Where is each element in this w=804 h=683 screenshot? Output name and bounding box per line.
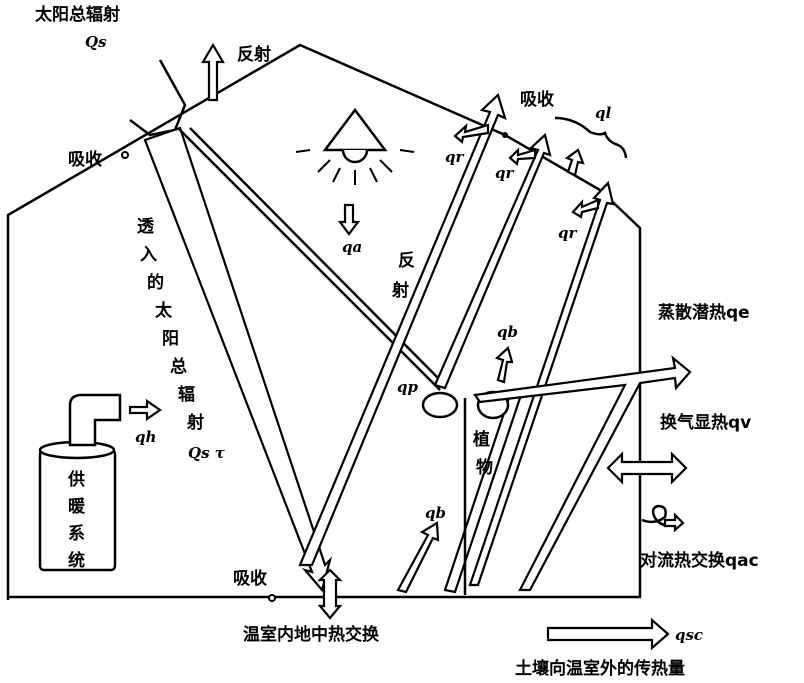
heat-output-arrow	[128, 398, 162, 422]
evaporation-label: 蒸散潜热qe	[658, 302, 750, 323]
lamp-heat-arrow-down	[337, 203, 361, 236]
qr-arrow-2	[508, 147, 537, 167]
absorb-left-label: 吸收	[68, 149, 102, 170]
absorb-top-label: 吸收	[520, 89, 554, 110]
reflection-beam-1	[298, 92, 507, 567]
transmitted-char: 射	[186, 412, 204, 433]
solar-pointer-line-2	[158, 59, 187, 131]
transmitted-char: 透	[137, 216, 155, 237]
reflect-top-label: 反射	[237, 44, 271, 65]
transmitted-char: 总	[170, 356, 187, 377]
qb-label-bottom: qb	[425, 504, 446, 522]
ql-brace	[554, 116, 628, 159]
absorb-dot-bottom	[268, 594, 276, 602]
qr-label-1: qr	[445, 148, 464, 166]
qb-label-top: qb	[497, 323, 518, 341]
absorb-dot-left	[121, 151, 129, 159]
greenhouse-outline	[6, 43, 642, 600]
transmitted-char: 太	[155, 300, 173, 321]
heating-pipe	[68, 393, 122, 447]
convection-swirl-icon	[641, 504, 673, 527]
plant-label-2: 物	[476, 457, 493, 478]
qr-label-2: qr	[495, 164, 514, 182]
solar-symbol: Qs	[85, 33, 107, 51]
solar-total-label: 太阳总辐射	[35, 4, 120, 25]
ground-exchange-label: 温室内地中热交换	[243, 624, 380, 645]
convection-label: 对流热交换qac	[640, 550, 759, 571]
qb-arrow-bottom	[396, 521, 440, 594]
qa-label: qa	[342, 238, 362, 256]
ventilation-arrow	[606, 451, 688, 485]
absorb-dot-top	[502, 132, 508, 138]
soil-loss-label: 土壤向温室外的传热量	[515, 658, 685, 679]
transmitted-char: 辐	[178, 384, 195, 405]
transmitted-label: 透 入 的 太 阳 总 辐 射	[137, 216, 204, 433]
heating-system-label: 供 暖 系 统	[67, 469, 86, 571]
qb-arrow-top	[494, 345, 514, 384]
plant-label-1: 植	[473, 429, 490, 450]
reflect-vertical-2: 射	[391, 280, 409, 301]
lamp-rays	[295, 149, 415, 185]
evapotranspiration-arrow	[473, 355, 692, 592]
lamp-bulb	[341, 149, 369, 164]
qp-label: qp	[397, 378, 418, 396]
lamp-icon	[322, 107, 388, 152]
heating-char: 供	[67, 469, 85, 490]
qr-label-3: qr	[558, 224, 577, 242]
transmitted-char: 阳	[162, 329, 179, 349]
qsc-label: qsc	[675, 626, 703, 644]
qh-label: qh	[135, 428, 156, 446]
transmitted-char: 的	[147, 272, 164, 293]
ql-label: ql	[595, 104, 611, 122]
ql-arrow-up	[564, 148, 585, 177]
ground-exchange-arrow	[317, 568, 343, 620]
absorb-bottom-label: 吸收	[233, 568, 267, 589]
transmitted-char: 入	[140, 245, 157, 265]
qr-arrow-1	[453, 123, 490, 145]
qr-arrow-3	[571, 198, 600, 219]
convection-arrow	[663, 512, 685, 533]
soil-heat-loss-arrow	[546, 617, 670, 651]
plant-leaf-left	[421, 391, 459, 419]
heating-char: 暖	[68, 496, 86, 517]
transmitted-symbol: Qs τ	[188, 444, 226, 462]
ventilation-label: 换气显热qv	[660, 412, 751, 433]
heating-char: 系	[68, 524, 85, 544]
heating-char: 统	[68, 550, 85, 571]
reflect-arrow-up	[201, 42, 225, 102]
reflection-beam-2	[433, 132, 552, 390]
reflect-vertical-1: 反	[398, 251, 415, 271]
